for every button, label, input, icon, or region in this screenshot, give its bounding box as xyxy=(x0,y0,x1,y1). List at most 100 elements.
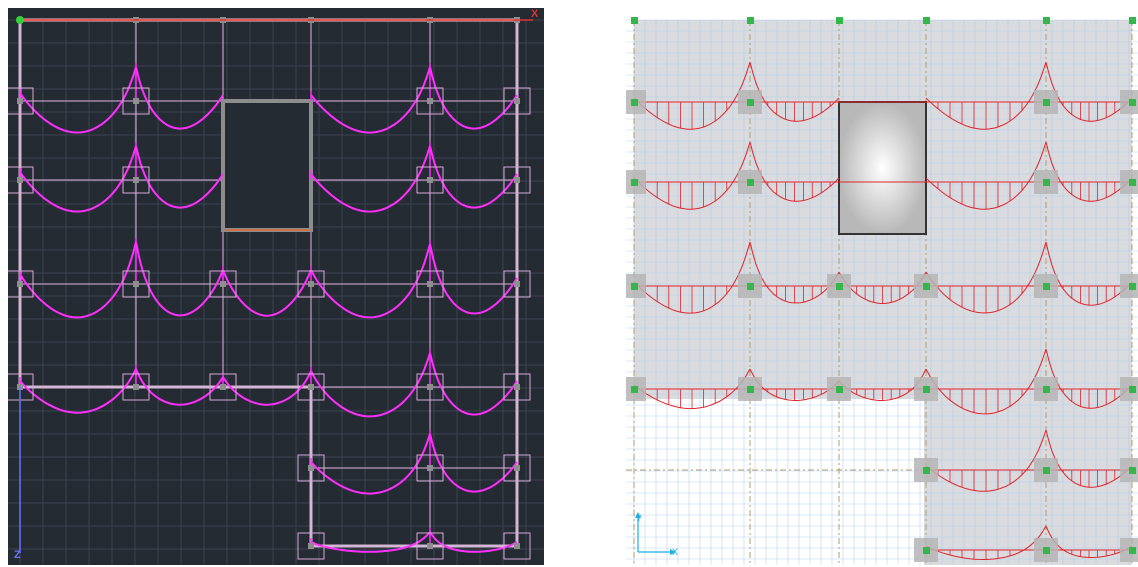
node xyxy=(427,384,433,390)
moment-curve xyxy=(135,145,224,209)
slab-opening xyxy=(221,99,313,232)
moment-curve xyxy=(135,66,224,130)
node xyxy=(514,281,520,287)
moment-curve xyxy=(633,368,751,410)
axis-y-label: Y xyxy=(636,513,643,523)
node xyxy=(427,177,433,183)
node xyxy=(747,17,754,24)
node xyxy=(514,465,520,471)
moment-curve xyxy=(310,66,431,134)
node xyxy=(1129,547,1136,554)
column-box xyxy=(503,373,531,401)
node xyxy=(514,177,520,183)
node xyxy=(1043,386,1050,393)
node xyxy=(1043,467,1050,474)
node xyxy=(631,17,638,24)
node xyxy=(514,543,520,549)
node xyxy=(427,281,433,287)
node xyxy=(220,384,226,390)
moment-curve xyxy=(310,433,431,495)
moment-curve xyxy=(310,531,431,553)
node xyxy=(1129,283,1136,290)
moment-curve xyxy=(633,141,751,210)
node xyxy=(1043,99,1050,106)
node xyxy=(514,384,520,390)
column-box xyxy=(122,166,150,194)
node xyxy=(1043,283,1050,290)
node xyxy=(133,177,139,183)
moment-curve xyxy=(19,368,137,414)
node xyxy=(923,547,930,554)
column-box xyxy=(8,166,34,194)
right-drawing xyxy=(626,17,1138,565)
moment-curve xyxy=(1045,525,1133,558)
node xyxy=(133,384,139,390)
moment-curve xyxy=(310,243,431,319)
node xyxy=(427,465,433,471)
column-box xyxy=(122,87,150,115)
axis-x-arrow xyxy=(670,549,676,555)
moment-curve xyxy=(429,352,518,416)
axis-x-label: X xyxy=(672,547,679,557)
moment-curve xyxy=(19,241,137,319)
column-box xyxy=(8,87,34,115)
column-box xyxy=(416,532,444,560)
moment-curve xyxy=(222,370,312,406)
node xyxy=(923,17,930,24)
node xyxy=(1043,17,1050,24)
node xyxy=(1129,99,1136,106)
column-box xyxy=(297,532,325,560)
moment-curve xyxy=(310,352,431,418)
node xyxy=(1129,386,1136,393)
node xyxy=(220,281,226,287)
moment-curve xyxy=(838,368,927,401)
moment-curve xyxy=(19,66,137,134)
moment-curve xyxy=(429,243,518,315)
slab-area xyxy=(634,20,1132,565)
node xyxy=(836,283,843,290)
axis-y-arrow xyxy=(635,512,641,518)
right-moment-view[interactable]: Y X xyxy=(626,12,1138,565)
moment-curve xyxy=(135,368,224,406)
node xyxy=(427,98,433,104)
node xyxy=(747,283,754,290)
column-box xyxy=(122,270,150,298)
node xyxy=(1129,179,1136,186)
column-box xyxy=(503,166,531,194)
node xyxy=(631,99,638,106)
moment-curve xyxy=(135,241,224,317)
column-box xyxy=(8,270,34,298)
column-box xyxy=(503,270,531,298)
moment-curve xyxy=(310,145,431,213)
column-box xyxy=(416,373,444,401)
node xyxy=(1043,547,1050,554)
node xyxy=(631,386,638,393)
node xyxy=(308,281,314,287)
node xyxy=(17,98,23,104)
node xyxy=(923,386,930,393)
node xyxy=(836,386,843,393)
moment-curve xyxy=(633,61,751,130)
node xyxy=(631,283,638,290)
moment-curve xyxy=(19,145,137,213)
node xyxy=(17,177,23,183)
node xyxy=(133,98,139,104)
node xyxy=(747,179,754,186)
node xyxy=(747,386,754,393)
moment-curve xyxy=(429,145,518,209)
column-box xyxy=(209,373,237,401)
column-box xyxy=(122,373,150,401)
moment-curve xyxy=(925,141,1047,210)
moment-curve xyxy=(838,271,927,305)
axis-z-label: Z xyxy=(14,549,21,561)
node xyxy=(1043,179,1050,186)
node xyxy=(1129,17,1136,24)
node xyxy=(308,384,314,390)
moment-curve xyxy=(925,61,1047,130)
left-moment-view[interactable]: X Z xyxy=(8,8,544,565)
column-box xyxy=(416,270,444,298)
column-box xyxy=(209,270,237,298)
column-box xyxy=(416,454,444,482)
column-box xyxy=(297,454,325,482)
column-box xyxy=(503,87,531,115)
